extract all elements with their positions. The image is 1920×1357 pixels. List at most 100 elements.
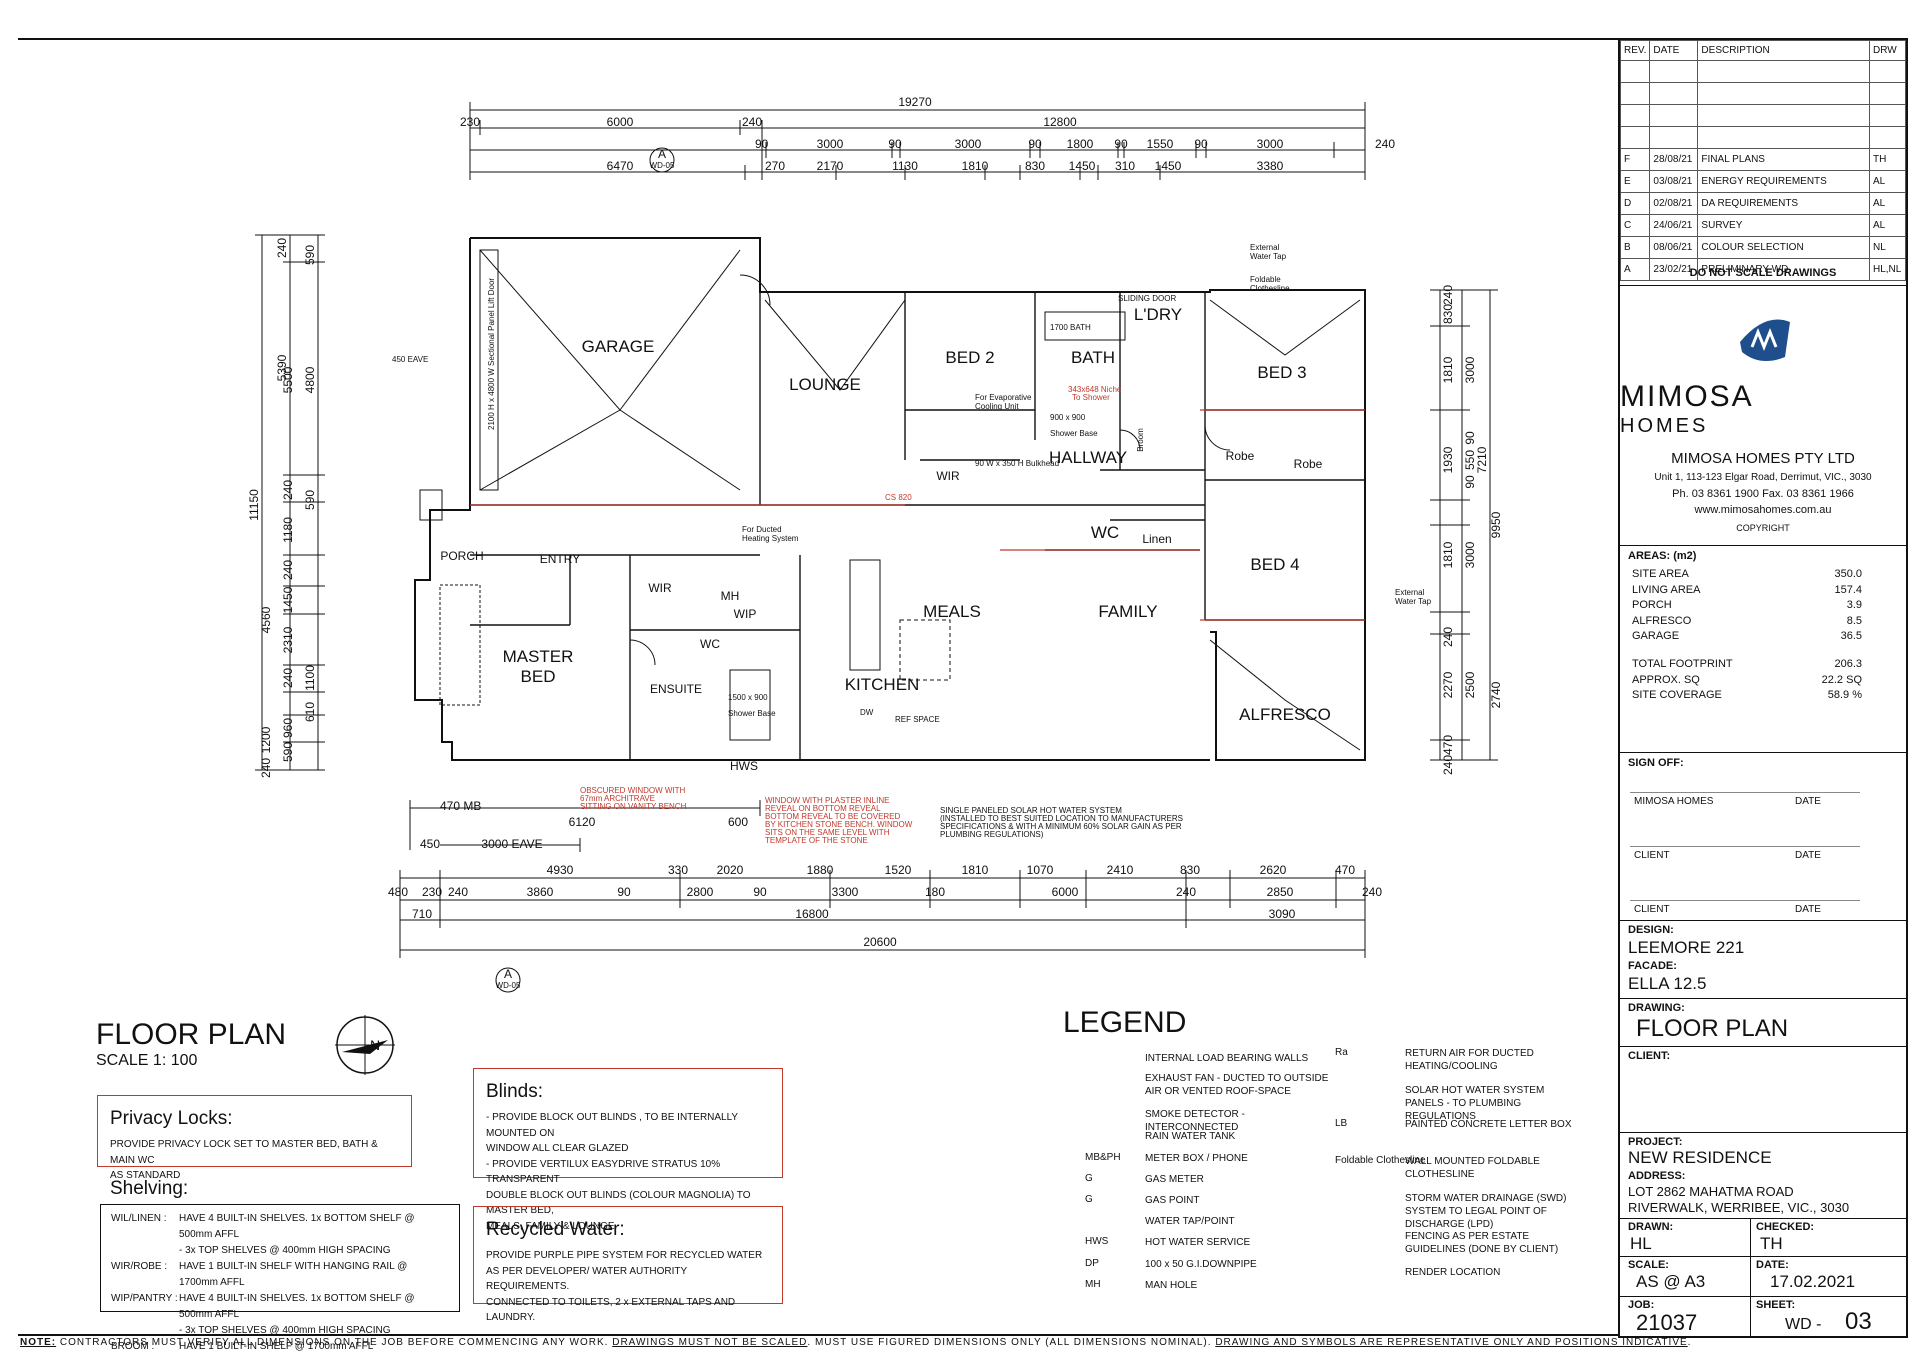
revision-rev: C <box>1619 214 1651 237</box>
north-arrow-icon: N <box>335 1015 395 1075</box>
note-ducted-2: Heating System <box>742 534 799 543</box>
dim-left-e3: 2310 <box>281 626 295 653</box>
room-robe-1: Robe <box>1226 449 1255 463</box>
revision-description <box>1697 82 1870 105</box>
areas-title: AREAS: (m2) <box>1628 550 1697 562</box>
dim-bottom-s10: 6000 <box>1052 885 1079 899</box>
dim-bottom-e: 3000 EAVE <box>481 837 542 851</box>
dim-bottom-t2: 16800 <box>795 907 829 921</box>
room-robe-2: Robe <box>1294 457 1323 471</box>
note-hws: HWS <box>730 759 758 773</box>
room-ensuite: ENSUITE <box>650 682 702 696</box>
note-solar-1: SINGLE PANELED SOLAR HOT WATER SYSTEM <box>940 806 1122 815</box>
project-value: NEW RESIDENCE <box>1628 1148 1772 1167</box>
dim-right-e: 1930 <box>1441 446 1455 473</box>
area-value: 3.9 <box>1846 599 1862 611</box>
shelving-box: WIL/LINEN : HAVE 4 BUILT-IN SHELVES. 1x B… <box>100 1204 460 1352</box>
area-value: 350.0 <box>1834 568 1862 580</box>
legend-symbol: DP <box>1085 1258 1099 1269</box>
room-meals: MEALS <box>923 602 981 621</box>
shelving-key: WIL/LINEN : <box>111 1213 167 1224</box>
signature-line <box>1630 900 1860 901</box>
note-clothesline-1: Foldable <box>1250 275 1281 284</box>
dim-left-overall: 11150 <box>247 489 261 521</box>
area-value: 206.3 <box>1834 658 1862 670</box>
floor-plan-drawing: 19270 230 6000 240 12800 90 3000 90 3000… <box>247 95 1503 993</box>
area-value: 36.5 <box>1840 630 1862 642</box>
note-cs: CS 820 <box>885 493 912 502</box>
area-key: SITE COVERAGE <box>1632 689 1722 701</box>
revision-date: 28/08/21 <box>1649 148 1699 171</box>
revision-drw <box>1869 104 1906 127</box>
footer-divider <box>18 1334 1620 1336</box>
sheet-value: 03 <box>1845 1308 1872 1335</box>
legend-item: EXHAUST FAN - DUCTED TO OUTSIDE AIR OR V… <box>1145 1073 1329 1097</box>
floor-plan-scale: SCALE 1: 100 <box>96 1052 198 1069</box>
dim-left-a1: 240 <box>275 238 289 258</box>
dim-top-e9: 90 <box>1194 137 1208 151</box>
dim-bottom-r7: 1070 <box>1027 863 1054 877</box>
floor-plan-title: FLOOR PLAN <box>96 1018 287 1051</box>
footer-note-4: DRAWING AND SYMBOLS ARE REPRESENTATIVE O… <box>1215 1337 1688 1348</box>
client-label: CLIENT: <box>1628 1050 1671 1062</box>
brand-sub: HOMES <box>1620 415 1709 437</box>
legend-title: LEGEND <box>1063 1006 1187 1039</box>
note-bath-size: 1700 BATH <box>1050 323 1091 332</box>
dim-top-a: 230 <box>460 115 480 129</box>
shelving-row: WIR/ROBE :HAVE 1 BUILT-IN SHELF WITH HAN… <box>111 1259 449 1291</box>
revision-rev <box>1619 104 1651 127</box>
dim-top-e5: 90 <box>1028 137 1042 151</box>
section-ref-top: WD-05 <box>650 161 675 170</box>
sheet-label: SHEET: <box>1756 1299 1796 1311</box>
room-wc: WC <box>1091 523 1119 542</box>
note-plaster-2: REVEAL ON BOTTOM REVEAL <box>765 804 881 813</box>
revision-date <box>1649 82 1699 105</box>
dim-bottom-s7: 90 <box>753 885 767 899</box>
rev-header-rev: REV. <box>1619 40 1651 61</box>
note-evap-1: For Evaporative <box>975 393 1032 402</box>
dim-top-b: 6000 <box>607 115 634 129</box>
note-sectional-door: 2100 H x 4800 W Sectional Panel Lift Doo… <box>487 278 496 430</box>
legend-symbol: G <box>1085 1194 1093 1205</box>
room-linen: Linen <box>1142 532 1171 546</box>
dim-right-c: 1810 <box>1441 356 1455 383</box>
sign-date: DATE <box>1795 904 1821 915</box>
revision-description: PRELIMINARY WD <box>1697 258 1870 281</box>
job-value: 21037 <box>1636 1310 1698 1335</box>
revision-drw: HL,NL <box>1869 258 1906 281</box>
footer-note-5: . <box>1687 1337 1692 1348</box>
shelving-key: WIP/PANTRY : <box>111 1293 178 1304</box>
dim-left-e1: 240 <box>281 560 295 580</box>
date-value: 17.02.2021 <box>1770 1272 1856 1291</box>
area-value: 157.4 <box>1834 583 1862 596</box>
note-obscured-2: 67mm ARCHITRAVE <box>580 794 655 803</box>
revision-drw: NL <box>1869 236 1906 259</box>
signature-line <box>1630 846 1860 847</box>
blinds-line-2: WINDOW ALL CLEAR GLAZED <box>486 1143 629 1155</box>
dim-right-g: 90 <box>1463 431 1477 445</box>
room-broom: Broom <box>1136 428 1145 452</box>
revision-row <box>1619 104 1906 127</box>
dim-top-f7: 1450 <box>1069 159 1096 173</box>
revision-description: SURVEY <box>1697 214 1870 237</box>
shelving-row: WIP/PANTRY :HAVE 4 BUILT-IN SHELVES. 1x … <box>111 1291 449 1323</box>
note-evap-2: Cooling Unit <box>975 402 1019 411</box>
rev-header-description: DESCRIPTION <box>1697 40 1870 61</box>
shelving-row: WIL/LINEN :HAVE 4 BUILT-IN SHELVES. 1x B… <box>111 1211 449 1243</box>
legend-item: RETURN AIR FOR DUCTED HEATING/COOLING <box>1405 1048 1534 1072</box>
legend-symbol: MB&PH <box>1085 1152 1121 1163</box>
revision-drw <box>1869 60 1906 83</box>
dim-bottom-r10: 2620 <box>1260 863 1287 877</box>
shelving-value: HAVE 4 BUILT-IN SHELVES. 1x BOTTOM SHELF… <box>179 1293 415 1320</box>
do-not-scale: DO NOT SCALE DRAWINGS <box>1689 267 1837 279</box>
note-plaster-1: WINDOW WITH PLASTER INLINE <box>765 796 889 805</box>
footer-note-label: NOTE: <box>20 1337 57 1348</box>
legend-item: SOLAR HOT WATER SYSTEM PANELS - TO PLUMB… <box>1405 1085 1545 1122</box>
site-address-1: LOT 2862 MAHATMA ROAD <box>1628 1184 1794 1199</box>
revision-rev: E <box>1619 170 1651 193</box>
revision-drw: TH <box>1869 148 1906 171</box>
dim-top-f3: 2170 <box>817 159 844 173</box>
revision-date <box>1649 104 1699 127</box>
